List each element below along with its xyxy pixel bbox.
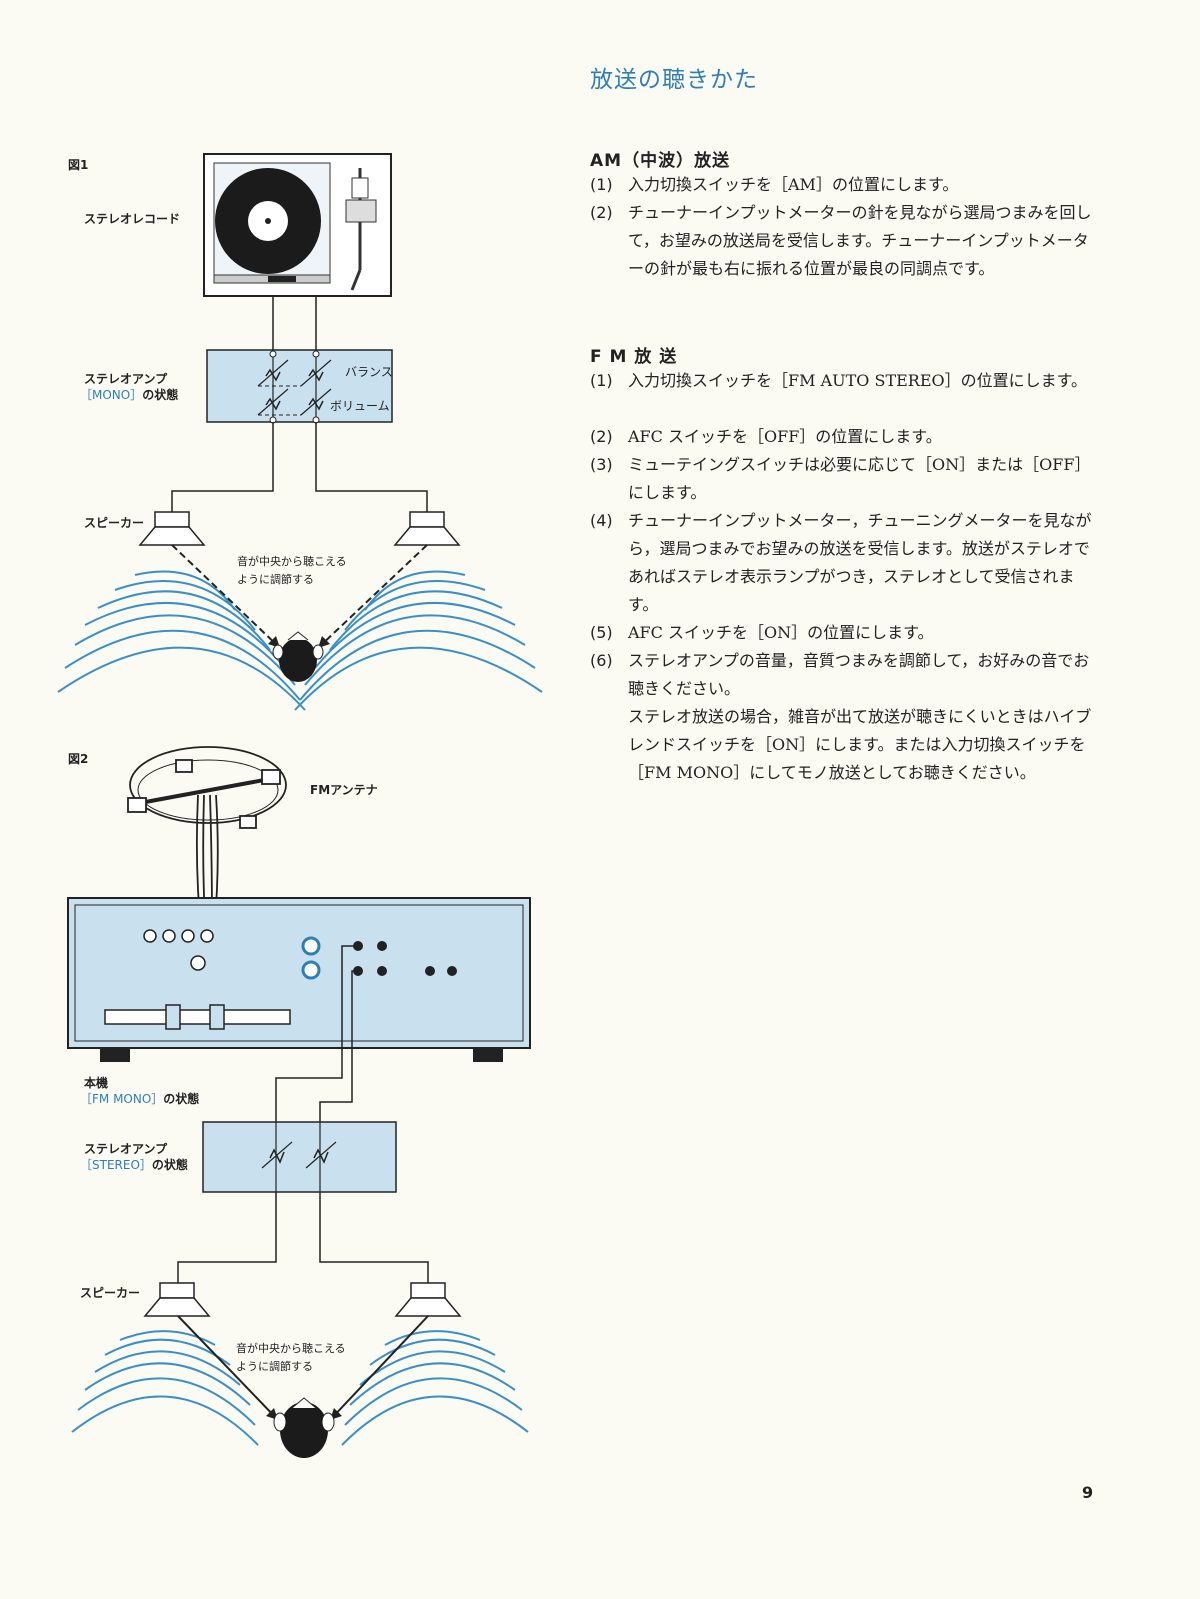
fm-item-3-num: (3) [590,455,613,474]
fig1-amp-state: ［MONO］の状態 [80,386,178,403]
page-title: 放送の聴きかた [590,67,758,93]
fig1-caption: 図1 [68,158,89,172]
fm-item-6-text: ステレオアンプの音量，音質つまみを調節して，お好みの音でお聴きください。 [628,651,1090,698]
fig1-amp-label: ステレオアンプ [84,372,168,386]
fig2-amp-state-suffix: の状態 [151,1158,188,1172]
fm-item-1-num: (1) [590,371,613,390]
fig1-record-label: ステレオレコード [84,212,181,226]
fm-item-1: (1) 入力切換スイッチを［FM AUTO STEREO］の位置にします。 [590,367,1102,395]
fig2-sound-waves [71,1330,529,1446]
fig2-speaker-right-icon [394,1282,462,1317]
fm-item-5-text: AFC スイッチを［ON］の位置にします。 [628,623,934,642]
fm-item-2: (2) AFC スイッチを［OFF］の位置にします。 [590,423,1102,451]
fig2-amp-box [202,1121,397,1193]
fig1-note-line2: ように調節する [237,573,314,586]
turntable-icon [203,153,392,297]
fm-item-3: (3) ミューテイングスイッチは必要に応じて［ON］または［OFF］にします。 [590,451,1102,507]
fig1-speaker-left-icon [138,511,206,546]
fm-item-4-text: チューナーインプットメーター，チューニングメーターを見ながら，選局つまみでお望み… [628,511,1092,614]
fm-item-6-note-text: ステレオ放送の場合，雑音が出て放送が聴きにくいときはハイブレンドスイッチを［ON… [628,707,1092,782]
fig1-amp-state-suffix: の状態 [142,388,179,402]
fig1-balance-text: バランス [345,365,393,379]
fig2-speaker-label: スピーカー [80,1286,141,1300]
fig2-amp-state: ［STEREO］の状態 [80,1156,188,1173]
fm-item-5-num: (5) [590,623,613,642]
fm-item-4-num: (4) [590,511,613,530]
fm-item-6-num: (6) [590,651,613,670]
am-item-2: (2) チューナーインプットメーターの針を見ながら選局つまみを回して，お望みの放… [590,199,1102,283]
fm-item-3-text: ミューテイングスイッチは必要に応じて［ON］または［OFF］にします。 [628,455,1091,502]
fm-item-5: (5) AFC スイッチを［ON］の位置にします。 [590,619,1102,647]
fig2-amp-mode: ［STEREO］ [80,1158,152,1172]
am-item-2-text: チューナーインプットメーターの針を見ながら選局つまみを回して，お望みの放送局を受… [628,203,1092,278]
fig1-note-line1: 音が中央から聴こえる [237,555,347,568]
fm-item-2-text: AFC スイッチを［OFF］の位置にします。 [628,427,942,446]
fm-antenna-icon [127,746,287,921]
am-item-1-num: (1) [590,175,613,194]
fig1-speaker-label: スピーカー [84,516,145,530]
fig1-amp-mode: ［MONO］ [80,388,143,402]
fig1-speaker-right-icon [393,511,461,546]
fig1-listener-head-icon [272,631,324,682]
figure-illustrations: バランス ボリューム [57,153,543,1458]
am-item-1: (1) 入力切換スイッチを［AM］の位置にします。 [590,171,1102,199]
fig2-unit-state-suffix: の状態 [163,1092,200,1106]
fig2-unit-label: 本機 [84,1076,109,1090]
fig2-amp-label: ステレオアンプ [84,1142,168,1156]
fig2-unit-mode: ［FM MONO］ [80,1092,164,1106]
fm-heading: F M 放 送 [590,347,678,367]
fig2-antenna-label: FMアンテナ [310,783,378,797]
am-heading: AM（中波）放送 [590,151,731,171]
fm-item-2-num: (2) [590,427,613,446]
fm-item-6: (6) ステレオアンプの音量，音質つまみを調節して，お好みの音でお聴きください。 [590,647,1102,703]
am-item-1-text: 入力切換スイッチを［AM］の位置にします。 [628,175,959,194]
fig2-note-line2: ように調節する [236,1360,313,1373]
fig2-caption: 図2 [68,752,89,766]
fig2-listener-head-icon [273,1397,335,1458]
fm-item-6-note: ステレオ放送の場合，雑音が出て放送が聴きにくいときはハイブレンドスイッチを［ON… [590,703,1102,787]
am-item-2-num: (2) [590,203,613,222]
fig1-amp-box [206,349,393,424]
fig1-volume-text: ボリューム [330,399,390,413]
fig1-sound-waves [57,570,543,711]
fm-item-4: (4) チューナーインプットメーター，チューニングメーターを見ながら，選局つまみ… [590,507,1102,619]
fig2-speaker-left-icon [143,1282,211,1317]
tuner-rear-panel [67,897,531,1062]
page-number: 9 [1082,1483,1094,1502]
fm-item-1-text: 入力切換スイッチを［FM AUTO STEREO］の位置にします。 [628,371,1088,390]
fig2-unit-state: ［FM MONO］の状態 [80,1090,199,1107]
fig2-note-line1: 音が中央から聴こえる [236,1342,346,1355]
